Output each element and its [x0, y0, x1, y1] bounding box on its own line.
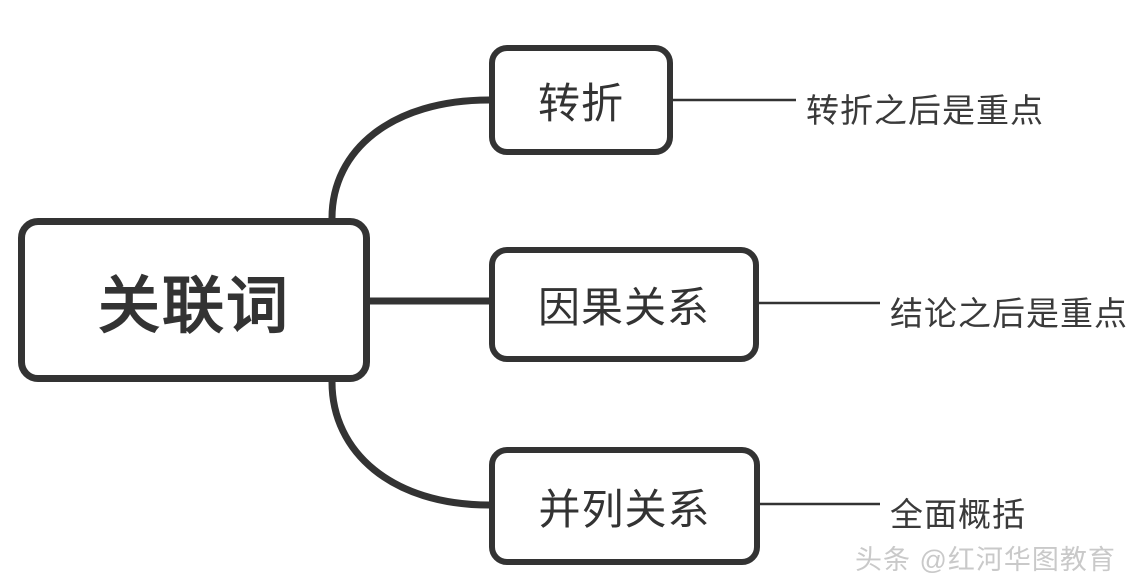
leaf-label-yinguoguanxi: 结论之后是重点: [890, 295, 1128, 332]
root-node-label: 关联词: [97, 272, 290, 341]
root-node[interactable]: 关联词: [18, 218, 370, 382]
branch-node-label: 并列关系: [538, 485, 711, 533]
branch-node-label: 因果关系: [537, 284, 710, 331]
branch-node-label: 转折: [537, 79, 624, 127]
branch-node-bingleguanxi[interactable]: 并列关系: [489, 447, 760, 565]
connector-root-to-branch-0: [328, 96, 493, 222]
leaf-label-bingleguanxi: 全面概括: [890, 496, 1026, 533]
branch-node-yinguoguanxi[interactable]: 因果关系: [489, 247, 759, 362]
branch-node-zhuanzhe[interactable]: 转折: [489, 45, 673, 155]
connector-root-to-branch-2: [328, 378, 493, 509]
watermark: 头条 @红河华图教育: [855, 545, 1116, 575]
leaf-label-zhuanzhe: 转折之后是重点: [806, 92, 1044, 129]
